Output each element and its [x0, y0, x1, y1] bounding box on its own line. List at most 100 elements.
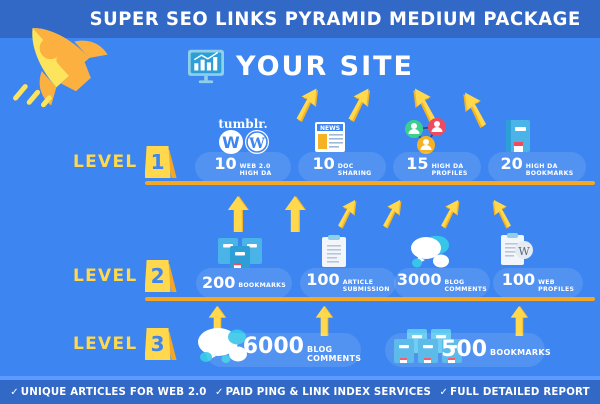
user-network-icon — [405, 118, 446, 154]
rocket-icon — [13, 28, 108, 108]
item-pill[interactable]: 10 WEB 2.0 HIGH DA — [195, 152, 291, 182]
caption-line-1: DOC — [337, 162, 354, 170]
clipboard-wiki-icon: W — [501, 233, 533, 265]
caption-line-1: BOOKMARKS — [238, 282, 287, 289]
item-count: 10 — [214, 153, 237, 173]
check-icon: ✓ — [214, 386, 224, 398]
item-caption: BOOKMARKS — [238, 282, 287, 290]
item-pill[interactable]: 15 HIGH DA PROFILES — [393, 152, 481, 182]
arrow-up-right-icon — [383, 199, 402, 229]
item-count: 6000 — [242, 334, 304, 359]
arrow-up-right-icon — [296, 88, 318, 122]
item-caption: HIGH DA PROFILES — [431, 162, 468, 177]
footer-item-label: PAID PING & LINK INDEX SERVICES — [225, 386, 432, 398]
level-number: 1 — [150, 150, 165, 174]
arrow-up-left-icon — [492, 199, 511, 229]
item-pill[interactable]: 100 ARTICLE SUBMISSION — [300, 268, 396, 298]
caption-line-1: WEB 2.0 — [239, 162, 271, 170]
level-1-label: LEVEL 1 — [73, 146, 177, 178]
news-document-icon: NEWS — [315, 122, 345, 152]
caption-line-1: BLOG — [444, 278, 465, 286]
web20-logos-icon: tumblr. W W — [218, 117, 269, 154]
svg-text:tumblr.: tumblr. — [218, 117, 267, 131]
footer-item-label: FULL DETAILED REPORT — [450, 386, 590, 398]
caption-line-1: WEB — [538, 278, 555, 286]
item-pill[interactable]: 20 HIGH DA BOOKMARKS — [488, 152, 586, 182]
arrow-up-right-icon — [348, 88, 370, 122]
arrow-up-icon — [228, 196, 249, 232]
svg-text:W: W — [222, 133, 240, 152]
level-1-badge: 1 — [144, 146, 177, 178]
level-word: LEVEL — [73, 334, 138, 354]
item-count: 200 — [201, 273, 236, 292]
item-pill[interactable]: 100 WEB PROFILES — [493, 268, 583, 298]
level-number: 3 — [150, 332, 165, 356]
item-caption: HIGH DA BOOKMARKS — [525, 162, 574, 177]
svg-text:NEWS: NEWS — [320, 125, 340, 132]
item-caption: WEB PROFILES — [538, 278, 575, 293]
caption-line-2: HIGH DA — [239, 169, 272, 177]
footer-accent-strip — [0, 376, 600, 380]
check-icon: ✓ — [10, 386, 19, 398]
svg-text:W: W — [518, 245, 530, 258]
level-2-badge: 2 — [144, 260, 177, 292]
level-number: 2 — [150, 264, 165, 288]
level-word: LEVEL — [73, 152, 138, 172]
book-icon — [506, 120, 530, 152]
arrow-up-icon — [315, 306, 334, 336]
caption-line-2: BOOKMARKS — [525, 169, 574, 177]
books-stack-icon — [218, 238, 262, 268]
item-count: 100 — [306, 269, 340, 289]
footer-item-label: UNIQUE ARTICLES FOR WEB 2.0 — [20, 386, 207, 398]
caption-line-1: HIGH DA — [431, 162, 464, 170]
item-pill[interactable]: 10 DOC SHARING — [298, 152, 386, 182]
item-caption: WEB 2.0 HIGH DA — [239, 162, 272, 177]
caption-line-1: BLOG — [306, 345, 333, 354]
clipboard-article-icon — [322, 235, 346, 267]
item-count: 10 — [312, 153, 335, 173]
page-title: SUPER SEO LINKS PYRAMID MEDIUM PACKAGE — [89, 8, 581, 30]
footer-bar: ✓ UNIQUE ARTICLES FOR WEB 2.0 ✓ PAID PIN… — [0, 380, 600, 404]
item-caption: BLOG COMMENTS — [306, 345, 361, 363]
item-count: 3000 — [396, 269, 442, 289]
arrow-up-icon — [208, 306, 227, 336]
arrow-up-left-icon — [463, 92, 487, 128]
level-3-label: LEVEL 3 — [73, 328, 177, 360]
item-pill[interactable]: 3000 BLOG COMMENTS — [394, 268, 490, 298]
item-count: 15 — [406, 153, 429, 173]
caption-line-2: SUBMISSION — [342, 285, 390, 293]
item-pill[interactable]: 500 BOOKMARKS — [385, 333, 551, 367]
caption-line-2: PROFILES — [538, 285, 575, 293]
arrow-up-right-icon — [441, 199, 460, 229]
level-word: LEVEL — [73, 266, 138, 286]
books-group-icon — [394, 329, 462, 363]
item-pill[interactable]: 6000 BLOG COMMENTS — [205, 333, 361, 367]
speech-bubbles-icon — [198, 328, 247, 363]
level-3-badge: 3 — [144, 328, 177, 360]
item-caption: BOOKMARKS — [490, 348, 551, 358]
item-caption: DOC SHARING — [337, 162, 372, 177]
item-count: 20 — [500, 153, 523, 173]
item-pill[interactable]: 200 BOOKMARKS — [196, 268, 292, 298]
speech-bubbles-icon — [411, 235, 449, 268]
your-site-label: YOUR SITE — [235, 50, 414, 82]
your-site-header: YOUR SITE — [0, 48, 600, 84]
caption-line-2: SHARING — [337, 169, 372, 177]
item-caption: BLOG COMMENTS — [444, 278, 488, 293]
caption-line-1: BOOKMARKS — [490, 348, 551, 357]
caption-line-1: HIGH DA — [525, 162, 558, 170]
monitor-chart-icon — [187, 49, 224, 84]
level-2-label: LEVEL 2 — [73, 260, 177, 292]
check-icon: ✓ — [439, 386, 449, 398]
item-caption: ARTICLE SUBMISSION — [342, 278, 390, 293]
footer-item: ✓ UNIQUE ARTICLES FOR WEB 2.0 — [10, 387, 206, 398]
footer-item: ✓ FULL DETAILED REPORT — [439, 387, 589, 398]
arrow-up-icon — [510, 306, 529, 336]
header-bar: SUPER SEO LINKS PYRAMID MEDIUM PACKAGE — [0, 0, 600, 38]
caption-line-2: COMMENTS — [444, 285, 488, 293]
arrow-up-icon — [285, 196, 306, 232]
item-count: 500 — [441, 337, 488, 362]
caption-line-1: ARTICLE — [342, 278, 374, 286]
level-2-divider — [145, 297, 595, 301]
